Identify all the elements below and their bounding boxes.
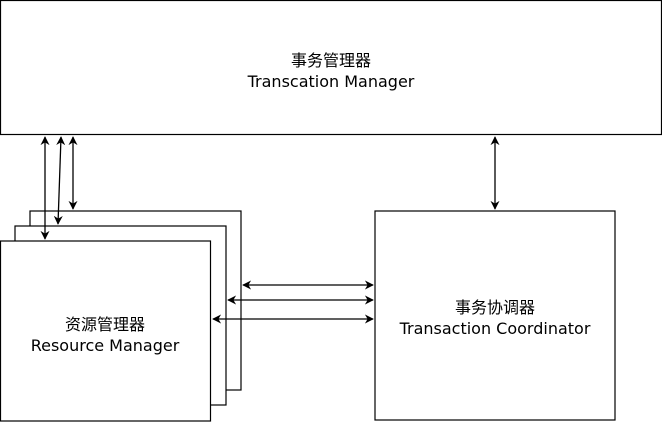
transaction-manager-label-zh: 事务管理器 (291, 51, 371, 70)
resource-manager-box-front (0, 240, 212, 422)
rm-tm-arrows (40, 136, 78, 240)
rm-tc-arrows (212, 280, 374, 324)
resource-manager-label-en: Resource Manager (31, 336, 180, 355)
resource-manager-stack: 资源管理器 Resource Manager (0, 210, 242, 422)
transaction-coordinator-label-zh: 事务协调器 (455, 298, 535, 317)
transaction-coordinator-label-en: Transaction Coordinator (399, 319, 591, 338)
transaction-coordinator-box: 事务协调器 Transaction Coordinator (374, 210, 616, 421)
transaction-manager-box: 事务管理器 Transcation Manager (0, 0, 662, 136)
rm-tm-arrow-2 (53, 136, 66, 225)
transaction-manager-label-en: Transcation Manager (247, 72, 415, 91)
resource-manager-label-zh: 资源管理器 (65, 315, 145, 334)
